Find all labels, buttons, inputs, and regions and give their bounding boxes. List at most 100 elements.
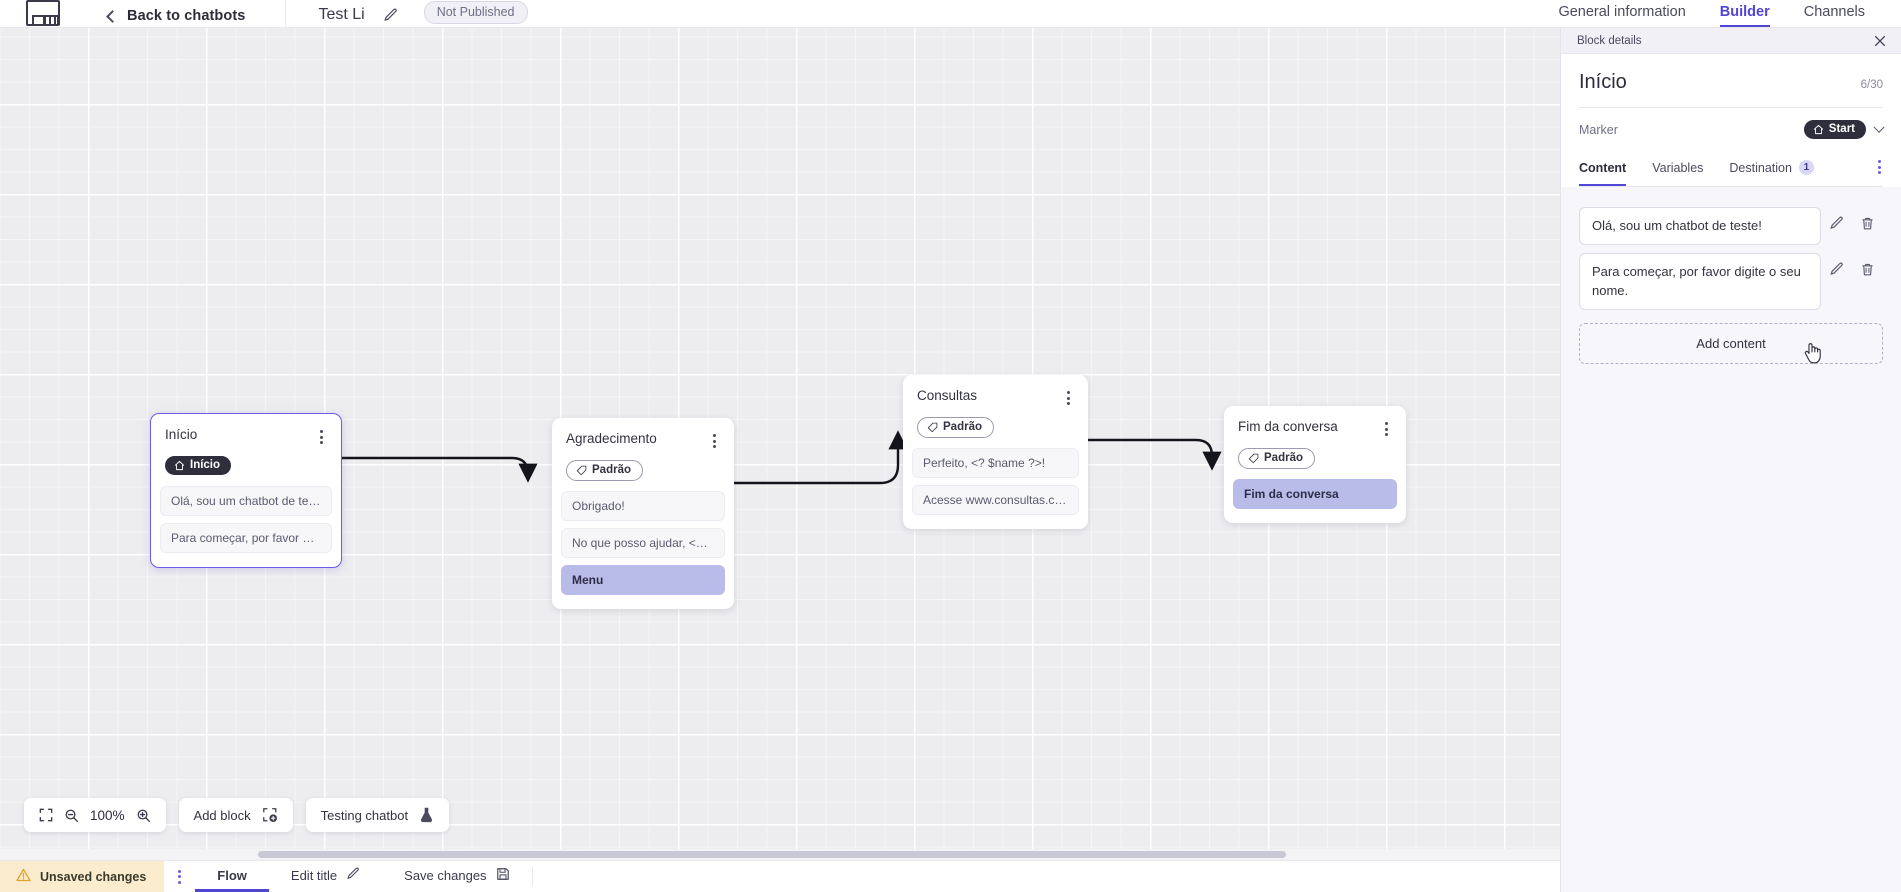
block-tag-row: Padrão	[903, 408, 1088, 448]
tab-general-information[interactable]: General information	[1558, 4, 1686, 20]
flask-icon	[419, 807, 434, 823]
flow-block-consultas[interactable]: Consultas Padrão Perfeito, <? $name ?>! …	[903, 375, 1088, 529]
marker-label: Marker	[1579, 122, 1618, 137]
zoom-level: 100%	[90, 807, 125, 823]
bottom-tab-flow[interactable]: Flow	[195, 861, 269, 892]
block-title: Consultas	[917, 388, 978, 403]
close-icon[interactable]	[1873, 34, 1887, 48]
content-text[interactable]: Olá, sou um chatbot de teste!	[1579, 207, 1821, 246]
block-message[interactable]: Acesse www.consultas.com par...	[912, 485, 1079, 515]
save-disk-icon	[496, 867, 510, 884]
block-message-menu[interactable]: Menu	[561, 565, 725, 595]
block-tag-row: Padrão	[1224, 439, 1406, 479]
block-message[interactable]: Obrigado!	[561, 491, 725, 521]
destination-count-badge: 1	[1798, 160, 1814, 175]
tab-channels[interactable]: Channels	[1803, 4, 1865, 20]
chevron-left-icon	[106, 9, 119, 23]
trash-icon[interactable]	[1852, 253, 1883, 277]
testing-chatbot-button[interactable]: Testing chatbot	[305, 798, 450, 832]
block-header: Agradecimento	[552, 418, 734, 451]
edge-agradecimento-consultas	[734, 430, 908, 485]
zoom-out-icon[interactable]	[64, 808, 79, 823]
add-block-label: Add block	[193, 807, 251, 823]
flow-block-agradecimento[interactable]: Agradecimento Padrão Obrigado! No que po…	[552, 418, 734, 609]
tag-icon	[1248, 453, 1259, 463]
add-content-button[interactable]: Add content	[1579, 323, 1883, 365]
panel-title: Início	[1579, 71, 1627, 93]
block-tag-padrao: Padrão	[1238, 448, 1315, 469]
scrollbar-thumb[interactable]	[258, 851, 1286, 858]
home-icon	[1813, 124, 1823, 134]
block-title: Agradecimento	[566, 431, 657, 446]
block-message[interactable]: Perfeito, <? $name ?>!	[912, 448, 1079, 478]
trash-icon[interactable]	[1852, 207, 1883, 231]
content-list: Olá, sou um chatbot de teste! Para começ…	[1561, 187, 1901, 892]
block-message[interactable]: Para começar, por favor digite o ...	[160, 522, 332, 553]
fit-screen-icon[interactable]	[39, 808, 53, 822]
block-header: Consultas	[903, 375, 1088, 408]
block-message[interactable]: Olá, sou um chatbot de teste!	[160, 485, 332, 516]
bottom-tab-edit-title-label: Edit title	[290, 867, 338, 883]
panel-tab-destination-label: Destination	[1729, 160, 1792, 175]
back-to-chatbots-label: Back to chatbots	[127, 8, 246, 24]
panel-tab-variables[interactable]: Variables	[1652, 155, 1703, 186]
panel-tab-content[interactable]: Content	[1579, 155, 1627, 186]
flow-canvas[interactable]: Início Início Olá, sou um chatbot de tes…	[0, 28, 1560, 860]
block-tag-row: Padrão	[552, 451, 734, 491]
marker-select[interactable]: Start	[1803, 120, 1885, 139]
panel-tabs: Content Variables Destination 1	[1579, 152, 1883, 187]
zoom-in-icon[interactable]	[136, 808, 151, 823]
edge-consultas-fim	[1088, 438, 1222, 471]
content-text[interactable]: Para começar, por favor digite o seu nom…	[1579, 253, 1821, 311]
bottom-tab-edit-title[interactable]: Edit title	[269, 861, 382, 892]
top-tabs: General information Builder Channels	[1558, 4, 1901, 27]
bottom-bar: Unsaved changes Flow Edit title Save cha…	[0, 860, 1560, 892]
block-tag-padrao: Padrão	[566, 460, 643, 481]
panel-header: Block details	[1561, 28, 1901, 54]
tag-icon	[576, 465, 587, 475]
block-menu-icon[interactable]	[709, 431, 720, 451]
pencil-icon[interactable]	[1821, 207, 1852, 231]
bot-title: Test Li	[318, 6, 365, 23]
bottom-tab-save-changes[interactable]: Save changes	[382, 861, 531, 892]
panel-tab-variables-label: Variables	[1652, 160, 1704, 175]
block-menu-icon[interactable]	[1063, 388, 1074, 408]
top-header: Back to chatbots Test Li Not Published G…	[0, 0, 1901, 28]
tab-builder[interactable]: Builder	[1719, 4, 1770, 27]
flow-block-fim-da-conversa[interactable]: Fim da conversa Padrão Fim da conversa	[1224, 406, 1406, 523]
block-tag-padrao: Padrão	[917, 417, 994, 438]
tag-icon	[927, 422, 938, 432]
block-tag-label: Padrão	[943, 421, 982, 433]
block-header: Fim da conversa	[1224, 406, 1406, 439]
bottom-tab-save-changes-label: Save changes	[404, 867, 487, 883]
panel-title-row: Início 6/30	[1579, 54, 1883, 107]
block-message-menu[interactable]: Fim da conversa	[1233, 479, 1397, 509]
block-menu-icon[interactable]	[1381, 419, 1392, 439]
panel-header-label: Block details	[1577, 34, 1642, 47]
block-tag-label: Início	[190, 459, 221, 471]
back-to-chatbots-button[interactable]: Back to chatbots	[106, 8, 246, 24]
unsaved-changes-banner: Unsaved changes	[0, 861, 165, 892]
block-header: Início	[151, 414, 341, 447]
canvas-horizontal-scrollbar[interactable]	[0, 849, 1560, 860]
bottom-tab-flow-label: Flow	[217, 867, 247, 883]
zoom-controls[interactable]: 100%	[24, 798, 166, 832]
panel-char-count: 6/30	[1860, 79, 1883, 91]
content-item: Olá, sou um chatbot de teste!	[1579, 207, 1883, 246]
pencil-icon[interactable]	[383, 8, 398, 23]
block-menu-icon[interactable]	[316, 427, 327, 447]
block-details-panel: Block details Início 6/30 Marker Start	[1560, 28, 1901, 892]
app-logo[interactable]	[26, 0, 60, 26]
flow-block-inicio[interactable]: Início Início Olá, sou um chatbot de tes…	[150, 413, 342, 568]
panel-tab-destination[interactable]: Destination 1	[1729, 154, 1814, 186]
bottom-bar-menu-icon[interactable]	[164, 861, 195, 892]
status-badge: Not Published	[423, 1, 528, 24]
pencil-icon[interactable]	[1821, 253, 1852, 277]
add-block-button[interactable]: Add block	[178, 798, 293, 832]
block-title: Fim da conversa	[1238, 419, 1338, 434]
bottom-bar-divider	[531, 867, 533, 886]
block-title: Início	[165, 427, 198, 442]
panel-tabs-menu-icon[interactable]	[1876, 156, 1883, 184]
home-icon	[174, 460, 185, 470]
block-message[interactable]: No que posso ajudar, <? $name ...	[561, 528, 725, 558]
